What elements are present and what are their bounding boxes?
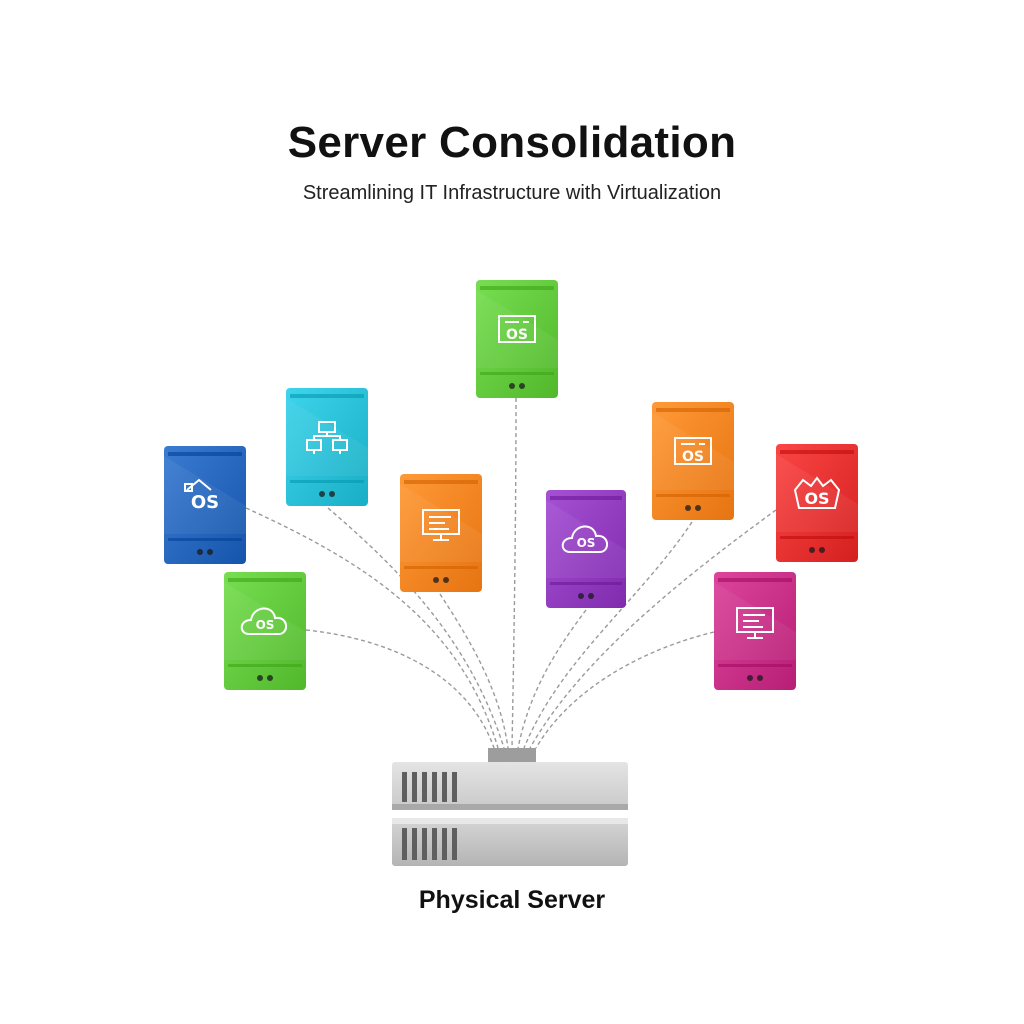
svg-text:OS: OS [191, 492, 219, 513]
status-led [443, 577, 449, 583]
vm-card-green-top: OS [476, 280, 558, 398]
connector-vm-cyan [327, 507, 505, 749]
connector-vm-green-top [511, 397, 517, 749]
svg-text:OS: OS [256, 618, 275, 632]
svg-text:OS: OS [577, 536, 596, 550]
status-led [809, 547, 815, 553]
svg-text:OS: OS [804, 489, 829, 508]
status-led [578, 593, 584, 599]
status-led [747, 675, 753, 681]
os-window-icon: OS [674, 437, 712, 465]
status-led [267, 675, 273, 681]
connector-vm-orange-right [523, 521, 693, 749]
os-house-icon: OS [184, 478, 219, 513]
status-led [257, 675, 263, 681]
page-title: Server Consolidation [287, 118, 737, 167]
server-label: Physical Server [418, 886, 606, 914]
status-led [509, 383, 515, 389]
vm-card-purple: OS [546, 490, 626, 608]
vm-card-magenta [714, 572, 796, 690]
os-gear-icon: OS [793, 476, 841, 509]
network-icon [306, 421, 348, 454]
os-cloud-icon: OS [240, 607, 287, 635]
vm-card-red: OS [776, 444, 858, 562]
os-window-icon: OS [498, 315, 536, 343]
svg-text:OS: OS [506, 327, 528, 343]
status-led [319, 491, 325, 497]
server-unit-top [392, 762, 628, 810]
vm-card-cyan [286, 388, 368, 506]
vm-card-orange-right: OS [652, 402, 734, 520]
connector-vm-blue [245, 507, 499, 749]
connector-vm-purple [517, 609, 587, 749]
status-led [819, 547, 825, 553]
vm-card-green-left: OS [224, 572, 306, 690]
monitor-icon [422, 509, 460, 541]
vm-card-blue: OS [164, 446, 246, 564]
monitor-icon [736, 607, 774, 639]
status-led [685, 505, 691, 511]
connector-vm-red [529, 509, 777, 749]
status-led [757, 675, 763, 681]
connector-vm-orange-mid [439, 593, 509, 749]
status-led [695, 505, 701, 511]
vm-card-orange-mid [400, 474, 482, 592]
status-led [207, 549, 213, 555]
status-led [329, 491, 335, 497]
physical-server [392, 748, 628, 866]
server-unit-bottom [392, 818, 628, 866]
connector-vm-magenta [535, 631, 715, 749]
status-led [588, 593, 594, 599]
os-cloud-icon: OS [561, 525, 608, 553]
page-subtitle: Streamlining IT Infrastructure with Virt… [302, 182, 722, 204]
svg-text:OS: OS [682, 449, 704, 465]
connector-vm-green-left [305, 629, 495, 749]
status-led [519, 383, 525, 389]
server-connector-port [488, 748, 536, 764]
status-led [197, 549, 203, 555]
status-led [433, 577, 439, 583]
server-vents-top [402, 772, 457, 802]
connector-lines [245, 397, 777, 749]
server-vents-bottom [402, 828, 457, 860]
